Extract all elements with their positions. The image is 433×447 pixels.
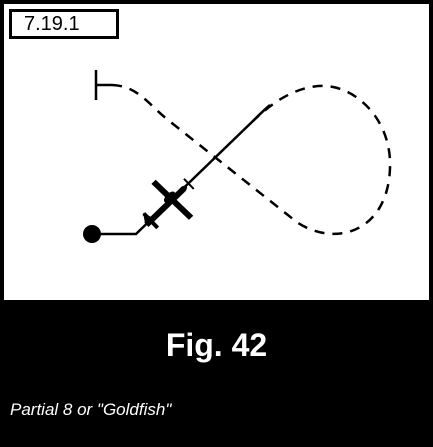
figure-caption: Partial 8 or "Goldfish": [10, 400, 172, 419]
end-point-icon: [83, 225, 101, 243]
start-marker-icon: [94, 70, 112, 100]
caption-panel: Fig. 42 Partial 8 or "Goldfish": [0, 300, 433, 447]
solid-path: [92, 104, 271, 236]
figure-id-label: 7.19.1: [9, 9, 119, 39]
aircraft-icon: [142, 178, 195, 230]
dashed-path: [111, 83, 392, 236]
figure-number: Fig. 42: [165, 327, 268, 363]
maneuver-diagram: [83, 70, 392, 243]
